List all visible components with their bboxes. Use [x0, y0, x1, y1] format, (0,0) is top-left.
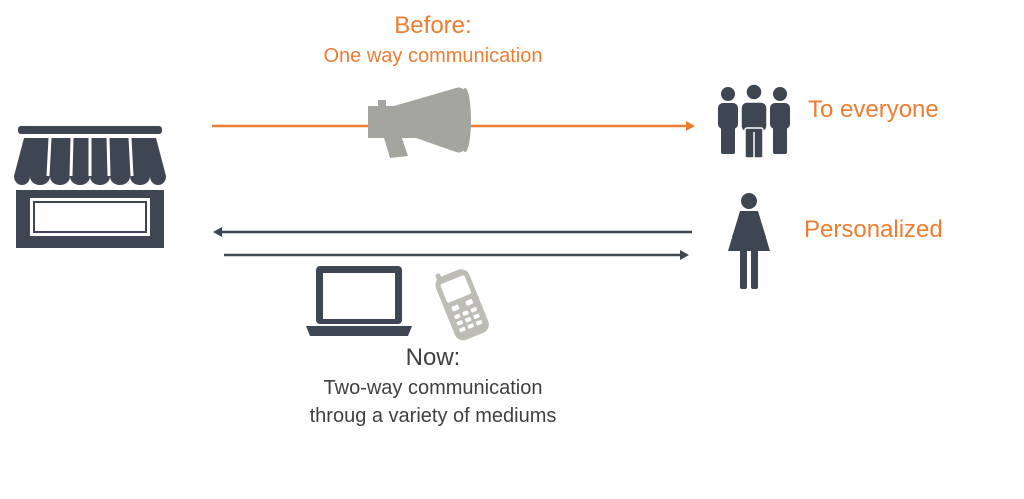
laptop-icon	[306, 266, 412, 336]
mobile-phone-icon	[435, 269, 489, 341]
megaphone-icon	[368, 87, 471, 158]
store-icon	[14, 126, 166, 248]
before-subtitle: One way communication	[323, 45, 543, 67]
woman-icon	[728, 193, 770, 289]
two-way-arrows	[213, 227, 692, 260]
group-people-icon	[718, 84, 790, 158]
to-everyone-label: To everyone	[808, 96, 939, 123]
personalized-label: Personalized	[804, 216, 943, 243]
now-description: Two-way communication throug a variety o…	[309, 377, 557, 427]
now-title: Now:	[405, 344, 461, 371]
before-title: Before:	[394, 12, 472, 39]
